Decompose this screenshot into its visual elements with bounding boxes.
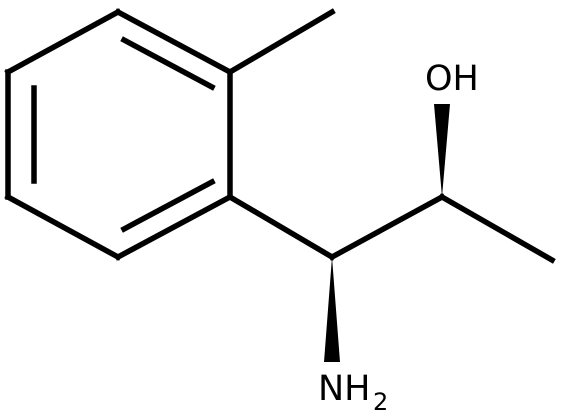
benzene-ring [4,8,234,261]
wedge-bond-nh2 [324,257,340,362]
c1-c2-bond [328,193,446,261]
aromatic-double-bonds [31,36,216,233]
ring-bond [4,193,122,261]
amine-label: NH [318,369,371,409]
wedge-bond-oh [434,104,450,197]
hydroxyl-label: OH [425,59,479,99]
methyl-bond [226,8,336,76]
c2-methyl-bond [438,193,556,264]
ring-bond [4,8,122,76]
double-bond-inner-line [120,36,216,91]
double-bond-inner-line [120,178,216,233]
ring-bond [114,8,234,76]
ring-c1-bond [226,193,336,261]
amine-subscript: 2 [373,388,388,416]
ring-bond [114,193,234,261]
